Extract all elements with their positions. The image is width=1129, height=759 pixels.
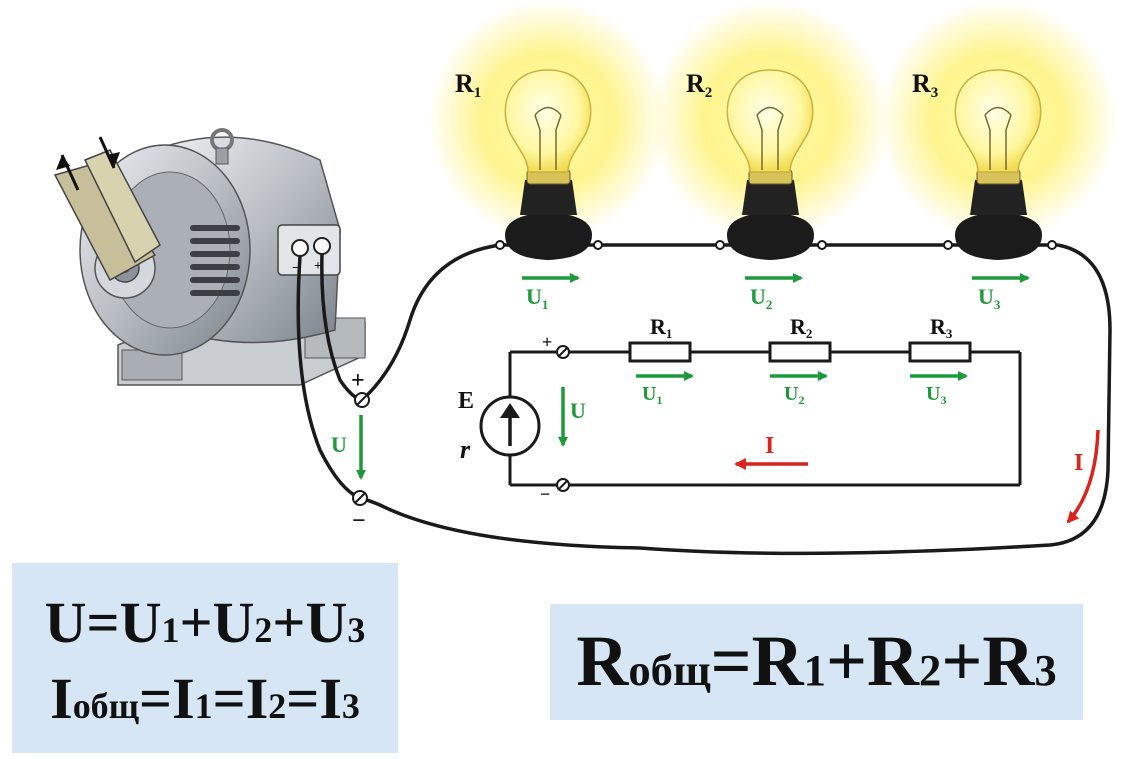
resistor-3 xyxy=(908,341,972,363)
resistance-formula: Rобщ=R1+R2+R3 xyxy=(576,621,1057,701)
resistor-1-voltage-label: U1 xyxy=(642,383,662,407)
terminal-minus-label: − xyxy=(352,508,366,534)
lamp-1-voltage-label: U1 xyxy=(526,284,548,312)
outer-current-label: I xyxy=(1074,450,1083,476)
schematic-voltage-label: U xyxy=(570,398,586,423)
schematic-minus-label: − xyxy=(540,484,550,504)
current-formula: Iобщ=I1=I2=I3 xyxy=(50,666,360,731)
lamp-2-label: R2 xyxy=(686,69,712,101)
lamp-3-label: R3 xyxy=(912,69,938,101)
outer-current-arrow xyxy=(1066,429,1100,524)
schematic-current-label: I xyxy=(765,433,774,459)
generator-minus-label: − xyxy=(292,261,300,276)
output-terminals xyxy=(352,392,370,506)
lamp-1-label: R1 xyxy=(455,69,481,101)
resistor-3-voltage-label: U3 xyxy=(926,383,946,407)
lamp-1 xyxy=(504,69,592,260)
generator: − + xyxy=(53,128,366,386)
lamp-2-voltage-label: U2 xyxy=(750,284,772,312)
terminal-plus-label: + xyxy=(351,368,365,394)
internal-resistance-label: r xyxy=(460,435,471,464)
resistor-2-label: R2 xyxy=(790,314,812,341)
schematic-plus-label: + xyxy=(542,332,552,352)
lamp-2 xyxy=(726,69,814,260)
resistance-formula-box: Rобщ=R1+R2+R3 xyxy=(550,604,1083,720)
lamp-3-voltage-label: U3 xyxy=(978,284,1001,312)
schematic xyxy=(479,341,1022,492)
resistor-1 xyxy=(628,341,692,363)
resistor-2-voltage-label: U2 xyxy=(784,383,804,407)
series-formulas-box: U=U1+U2+U3 Iобщ=I1=I2=I3 xyxy=(12,563,398,753)
generator-plus-label: + xyxy=(314,259,322,274)
terminal-voltage-label: U xyxy=(331,432,347,457)
lamp-3 xyxy=(954,69,1042,260)
emf-label: E xyxy=(458,388,474,414)
resistor-1-label: R1 xyxy=(650,314,672,341)
voltage-formula: U=U1+U2+U3 xyxy=(44,590,366,655)
resistor-2 xyxy=(768,341,832,363)
resistor-3-label: R3 xyxy=(930,314,953,341)
